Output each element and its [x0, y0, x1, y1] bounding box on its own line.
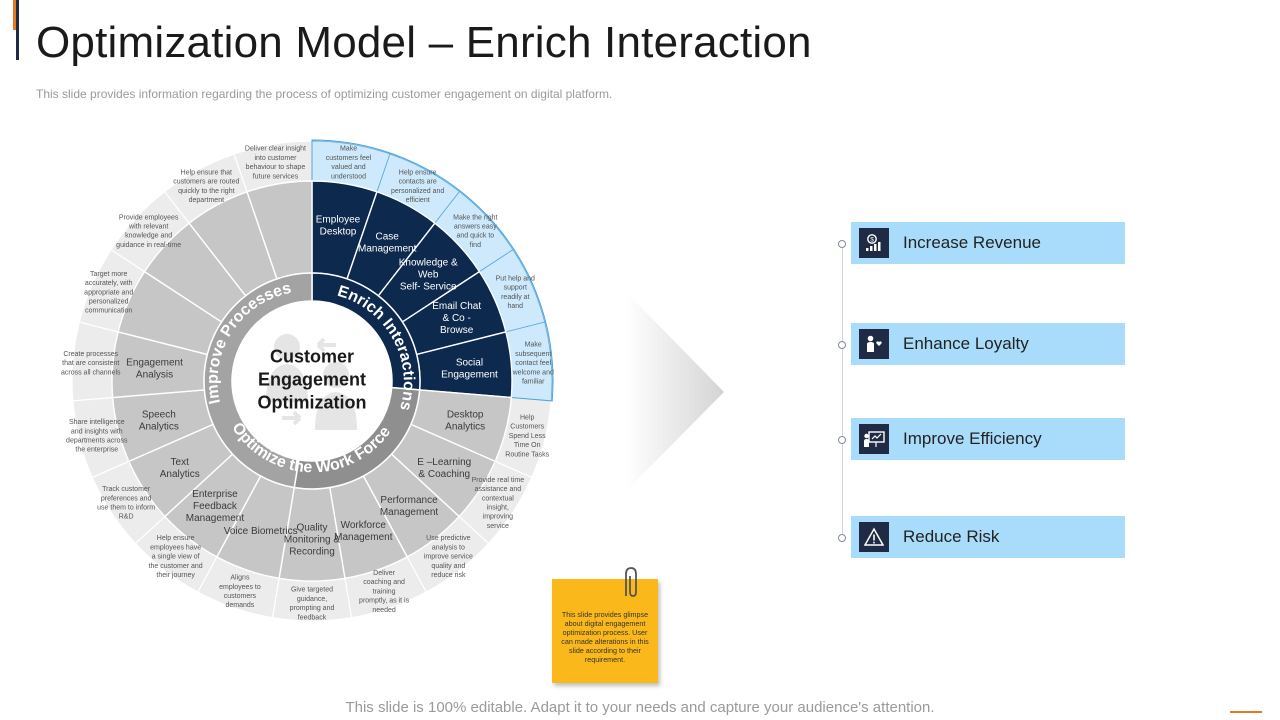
outcome-label: Enhance Loyalty [903, 334, 1029, 353]
page-subtitle: This slide provides information regardin… [36, 87, 613, 101]
footer-accent-line [1230, 711, 1262, 713]
page-title: Optimization Model – Enrich Interaction [36, 18, 812, 67]
outcome-reduce-risk: Reduce Risk [851, 516, 1125, 558]
outcome-label: Improve Efficiency [903, 429, 1042, 448]
capability-label: Voice Biometrics [224, 526, 298, 537]
outcome-increase-revenue: $ Increase Revenue [851, 222, 1125, 264]
sticky-note-text: This slide provides glimpse about digita… [561, 610, 649, 664]
outcome-dot-3 [838, 436, 846, 444]
paperclip-icon [625, 567, 637, 597]
footer-note: This slide is 100% editable. Adapt it to… [345, 699, 935, 716]
sticky-note: This slide provides glimpse about digita… [552, 579, 658, 683]
flow-arrow-shape [626, 292, 724, 491]
capability-label: Email Chat& Co -Browse [432, 301, 481, 336]
outcome-improve-efficiency: Improve Efficiency [851, 418, 1125, 460]
center-people-icon [266, 334, 357, 430]
accent-bar-dark [16, 0, 19, 60]
outcome-enhance-loyalty: Enhance Loyalty [851, 323, 1125, 365]
outcome-dot-1 [838, 240, 846, 248]
outcome-dot-4 [838, 534, 846, 542]
efficiency-presentation-icon [859, 424, 889, 454]
outcome-label: Reduce Risk [903, 527, 1000, 546]
outcome-label: Increase Revenue [903, 233, 1041, 252]
outcome-connector-line [842, 243, 843, 537]
revenue-chart-icon: $ [859, 228, 889, 258]
risk-warning-icon [859, 522, 889, 552]
loyalty-person-icon [859, 329, 889, 359]
outcome-dot-2 [838, 341, 846, 349]
capability-label: E –Learning& Coaching [417, 457, 471, 480]
svg-text:$: $ [870, 237, 874, 244]
accent-bar-orange [13, 0, 16, 30]
